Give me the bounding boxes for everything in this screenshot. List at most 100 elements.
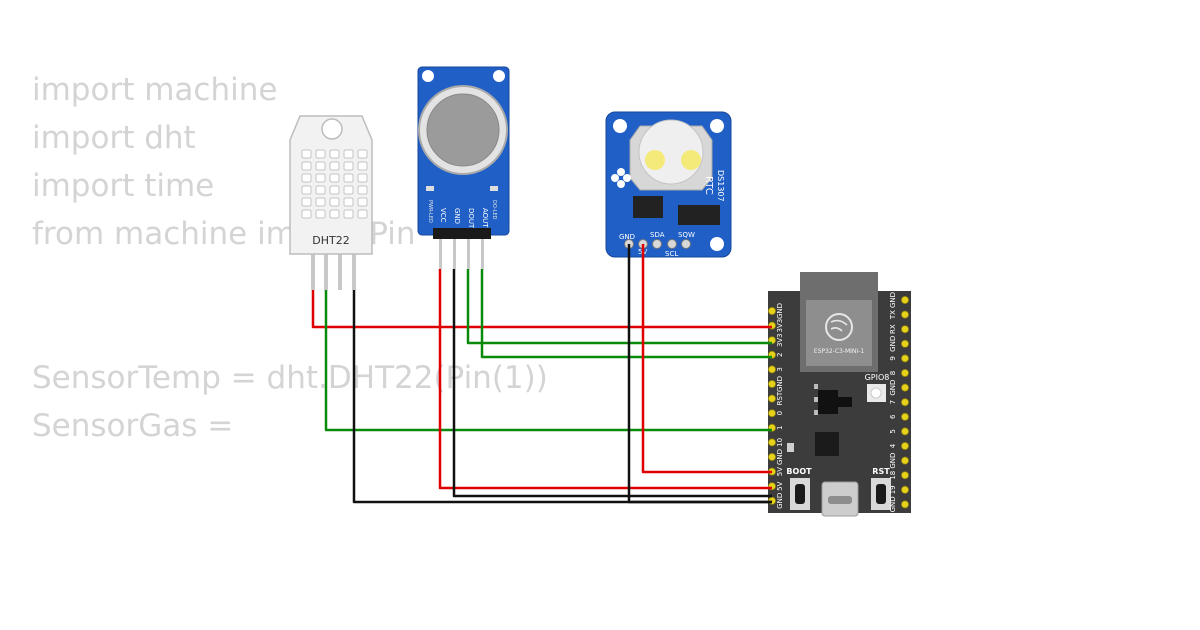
mount-hole xyxy=(493,70,505,82)
espressif-logo-mark xyxy=(830,319,848,332)
esp32-pin[interactable] xyxy=(901,456,910,465)
rtc-pin-label-gnd: GND xyxy=(619,233,635,241)
dht22-vent-slot xyxy=(343,149,354,159)
wire-gas-aout-gpio3[interactable] xyxy=(480,269,772,359)
rtc-pin-scl[interactable] xyxy=(667,239,677,249)
dht22-vent-slot xyxy=(329,209,340,219)
esp32-pin[interactable] xyxy=(768,452,777,461)
gas-pin-gnd[interactable] xyxy=(453,239,456,269)
esp32-pin[interactable] xyxy=(768,365,777,374)
code-line[interactable]: import dht xyxy=(32,120,196,156)
code-line[interactable]: SensorTemp = dht.DHT22(Pin(1)) xyxy=(32,360,548,396)
esp32-pin-label: GND xyxy=(776,303,784,319)
gas-sensor-module[interactable]: PWR-LED DO-LED VCC GND DOUT AOUT xyxy=(417,66,510,269)
esp32-pin-label: 3 xyxy=(776,367,784,371)
wire-dht22-data-gpio1[interactable] xyxy=(324,290,772,432)
esp32-pin[interactable] xyxy=(768,438,777,447)
esp32-pin[interactable] xyxy=(901,427,910,436)
code-line[interactable]: import time xyxy=(32,168,215,204)
esp32-pin-label: GND xyxy=(776,376,784,392)
esp32-pin-label: GND xyxy=(889,496,897,512)
wire-dht22-vcc-3v3[interactable] xyxy=(311,290,772,329)
esp32-pin[interactable] xyxy=(901,354,910,363)
rtc-pin-sqw[interactable] xyxy=(681,239,691,249)
rtc-module[interactable]: RTC DS1307 GND SDA SQW 5V SCL xyxy=(605,111,732,258)
dht22-vent-slot xyxy=(329,149,340,159)
dht22-leg xyxy=(324,250,328,290)
esp32-pin-label: 9 xyxy=(889,356,897,360)
wires xyxy=(311,244,772,504)
wire-gas-dout-gpio2[interactable] xyxy=(466,269,772,345)
esp32-pin-label: 3V3 xyxy=(776,333,784,347)
rtc-pin-sda[interactable] xyxy=(652,239,662,249)
esp32-pin[interactable] xyxy=(901,368,910,377)
esp32-pin[interactable] xyxy=(768,394,777,403)
gas-pin-label-dout: DOUT xyxy=(467,208,475,229)
dht22-vent-slot xyxy=(301,185,312,195)
esp32-pin[interactable] xyxy=(768,306,777,315)
dht22-vent-slot xyxy=(343,209,354,219)
dht22-vent-slot xyxy=(329,161,340,171)
esp32-pin[interactable] xyxy=(901,339,910,348)
esp32-pin-label: 5 xyxy=(889,429,897,433)
dht22-vent-slot xyxy=(315,173,326,183)
regulator-tab xyxy=(838,397,852,407)
boot-button-label: BOOT xyxy=(786,467,812,476)
battery-contact xyxy=(645,150,665,170)
esp32-pin-label: RST xyxy=(776,391,784,405)
esp32-pin[interactable] xyxy=(901,485,910,494)
esp32-pin-label: 19 xyxy=(889,485,897,494)
dht22-vent-slot xyxy=(301,149,312,159)
esp32-pin[interactable] xyxy=(901,310,910,319)
gas-pin-label-gnd: GND xyxy=(453,208,461,224)
dht22-label: DHT22 xyxy=(312,234,349,247)
rtc-pin-label-scl: SCL xyxy=(665,250,678,258)
dht22-vent-slot xyxy=(301,161,312,171)
dht22-vent-slot xyxy=(357,149,368,159)
esp32-pin[interactable] xyxy=(901,441,910,450)
esp32-pin[interactable] xyxy=(901,500,910,509)
code-line[interactable]: import machine xyxy=(32,72,278,108)
gas-pin-vcc[interactable] xyxy=(439,239,442,269)
esp32-pin[interactable] xyxy=(901,412,910,421)
gas-pin-dout[interactable] xyxy=(467,239,470,269)
wire-gas-gnd[interactable] xyxy=(452,269,772,498)
usb-uart-chip xyxy=(815,432,839,456)
dht22-vent-slot xyxy=(357,173,368,183)
esp32-pin[interactable] xyxy=(901,383,910,392)
wire-gas-vcc-5v[interactable] xyxy=(438,269,772,490)
esp32-pin[interactable] xyxy=(768,409,777,418)
wire-rtc-gnd[interactable] xyxy=(627,244,772,504)
esp32-pin[interactable] xyxy=(901,398,910,407)
wire-rtc-5v[interactable] xyxy=(641,244,772,474)
do-led-label: DO-LED xyxy=(491,200,497,220)
gpio8-led-dome xyxy=(870,387,882,399)
esp32-pin-label: GND xyxy=(889,380,897,396)
dht22-leg xyxy=(311,250,315,290)
esp32-c3-board[interactable]: ESP32-C3-MINI-1 GPIO8 BOOT RST GND3V33V3… xyxy=(768,272,911,517)
dht22-vent-slot xyxy=(357,185,368,195)
rtc-crystal xyxy=(678,205,720,225)
regulator-pin xyxy=(814,384,818,389)
dht22-sensor[interactable]: DHT22 xyxy=(289,115,373,290)
dht22-vent-slot xyxy=(329,185,340,195)
esp32-pin-label: 8 xyxy=(889,371,897,375)
battery-contact xyxy=(681,150,701,170)
esp32-pin[interactable] xyxy=(768,379,777,388)
gas-pin-aout[interactable] xyxy=(481,239,484,269)
esp32-pin-label: 2 xyxy=(776,353,784,357)
wire-dht22-gnd[interactable] xyxy=(352,290,772,504)
esp32-pin[interactable] xyxy=(901,295,910,304)
code-line[interactable]: SensorGas = xyxy=(32,408,234,444)
dht22-vent-slot xyxy=(343,161,354,171)
dht22-vent-slot xyxy=(315,149,326,159)
dht22-vent-slot xyxy=(315,197,326,207)
esp32-pin[interactable] xyxy=(901,325,910,334)
esp32-pin-label: GND xyxy=(889,453,897,469)
esp32-pin-label: GND xyxy=(889,336,897,352)
esp32-pin-label: 18 xyxy=(889,471,897,480)
esp32-pin-label: GND xyxy=(889,292,897,308)
esp32-pin[interactable] xyxy=(901,471,910,480)
